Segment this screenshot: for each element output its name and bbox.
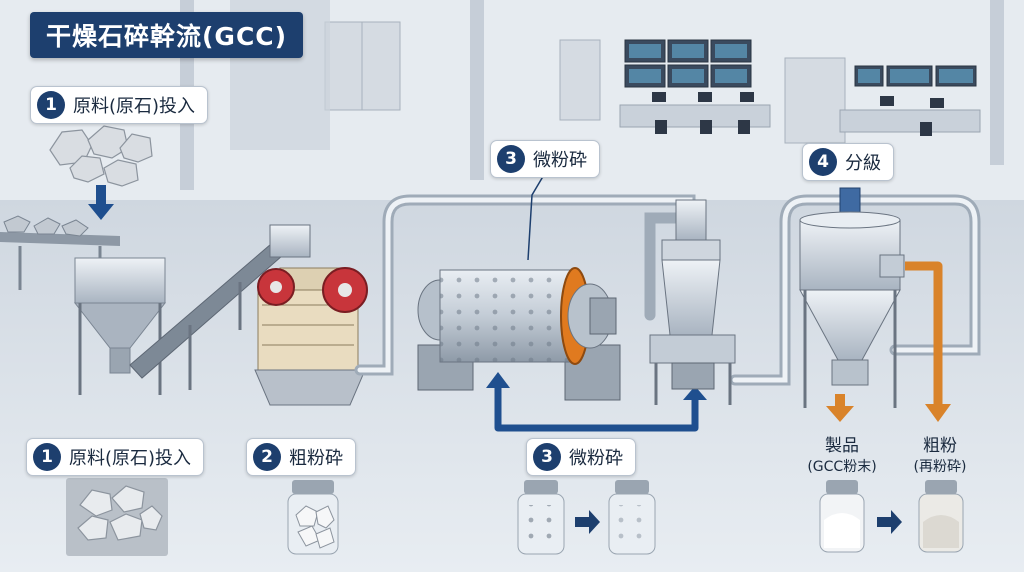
coarse-caption: 粗粉 (再粉砕) [898, 436, 982, 478]
door [559, 39, 601, 121]
legend-label-coarse-crushing: 2 粗粉砕 [246, 438, 356, 476]
legend-label-fine-grinding: 3 微粉砕 [526, 438, 636, 476]
step-number-badge: 4 [809, 148, 837, 176]
cyclone-classifier [799, 187, 905, 408]
jar-coarse [287, 480, 339, 555]
jaw-crusher [254, 267, 368, 406]
door [784, 57, 846, 144]
product-caption: 製品 (GCC粉末) [800, 436, 884, 478]
coarse-sublabel: (再粉砕) [913, 459, 967, 475]
coarse-arrow-icon [905, 261, 943, 405]
right-arrow-icon [877, 510, 902, 534]
feeder-hopper [73, 257, 167, 395]
step-label-text: 原料(原石)投入 [69, 448, 192, 469]
vertical-mill [649, 199, 736, 405]
feed-conveyor [0, 215, 120, 290]
step-label-text: 分級 [845, 153, 881, 174]
step-label-text: 微粉砕 [569, 448, 623, 469]
coarse-label: 粗粉 [923, 436, 957, 456]
step-number-badge: 1 [37, 91, 65, 119]
jar-product-powder [819, 480, 865, 553]
jar-balls [517, 480, 565, 555]
step-label-fine-grinding: 3 微粉砕 [490, 140, 600, 178]
right-arrow-icon [575, 510, 600, 534]
step-number-badge: 2 [253, 443, 281, 471]
product-sublabel: (GCC粉末) [807, 459, 877, 475]
product-arrow-icon [826, 394, 854, 422]
product-label: 製品 [825, 436, 859, 456]
inclined-conveyor [129, 224, 311, 390]
jar-coarse-powder [918, 480, 964, 553]
raw-stone-pile [49, 125, 153, 187]
raw-stone-sample [66, 478, 168, 556]
step-number-badge: 3 [533, 443, 561, 471]
step-label-text: 原料(原石)投入 [73, 96, 196, 117]
step-number-badge: 1 [33, 443, 61, 471]
down-arrow-icon [88, 185, 114, 220]
return-arrow-icon [494, 386, 699, 432]
ball-mill [417, 267, 621, 401]
control-room [619, 39, 981, 136]
step-label-raw-input: 1 原料(原石)投入 [30, 86, 209, 124]
legend-label-raw-input: 1 原料(原石)投入 [26, 438, 205, 476]
step-label-text: 微粉砕 [533, 150, 587, 171]
page-title: 干燥石碎幹流(GCC) [30, 12, 304, 58]
step-number-badge: 3 [497, 145, 525, 173]
step-label-text: 粗粉砕 [289, 448, 343, 469]
step-label-classification: 4 分級 [802, 143, 894, 181]
jar-fine [608, 480, 656, 555]
